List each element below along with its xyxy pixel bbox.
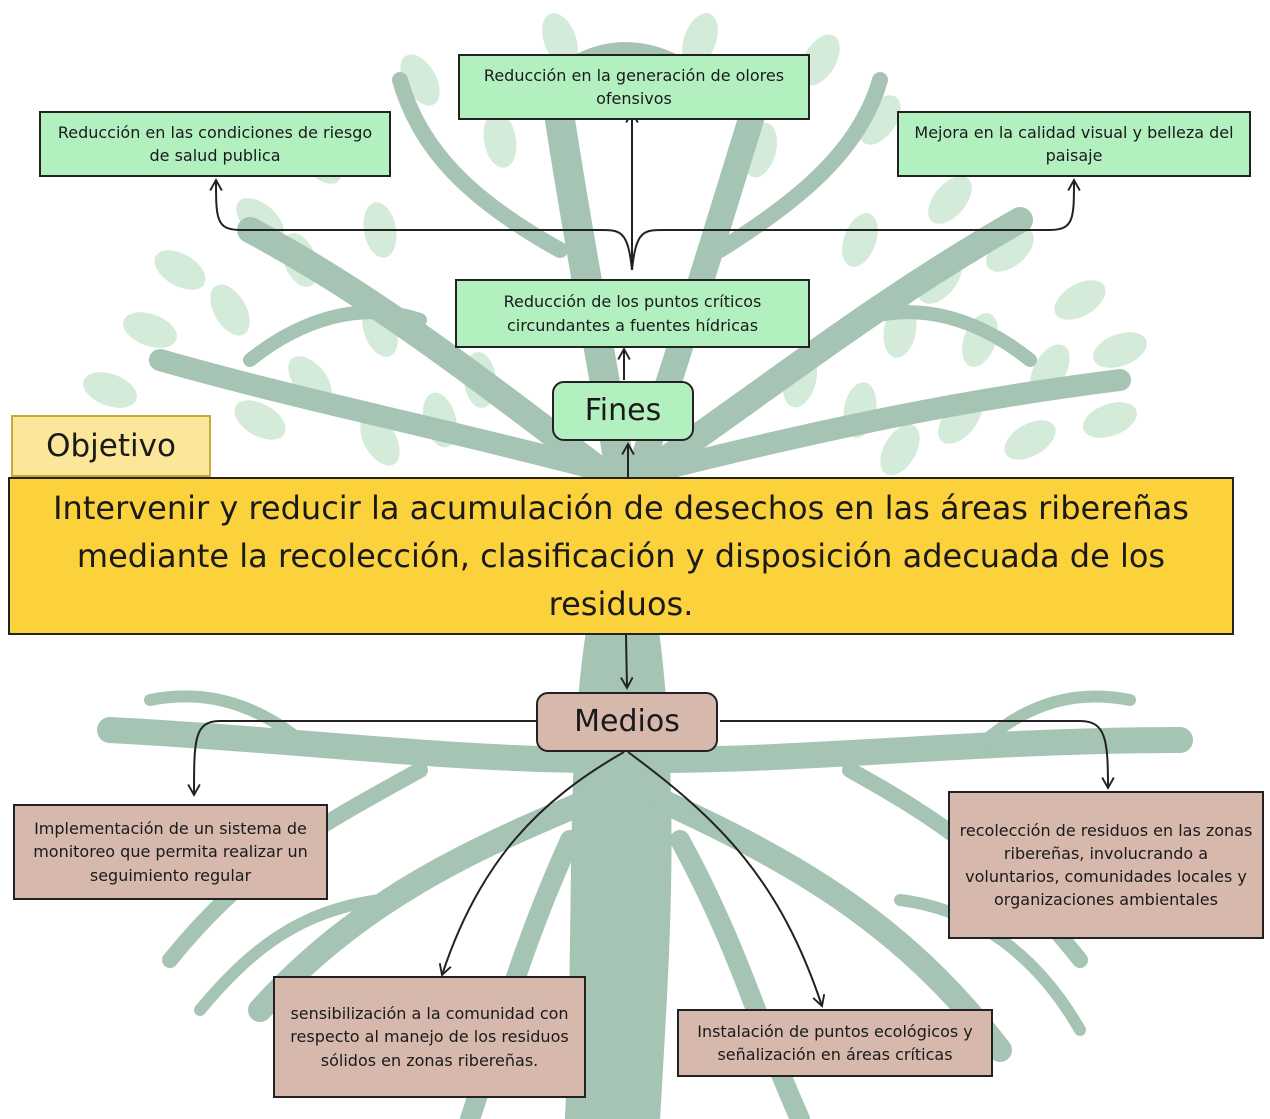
fin-indirect-left: Reducción en las condiciones de riesgo d… [39,111,391,177]
medio-ecological-points: Instalación de puntos ecológicos y señal… [677,1009,993,1077]
medios-label: Medios [536,692,718,752]
objective-label: Objetivo [11,415,211,477]
fin-indirect-right: Mejora en la calidad visual y belleza de… [897,111,1251,177]
fines-label: Fines [552,381,694,441]
fin-direct: Reducción de los puntos críticos circund… [455,279,810,348]
medio-monitoring-system: Implementación de un sistema de monitore… [13,804,328,900]
medio-waste-collection: recolección de residuos en las zonas rib… [948,791,1264,939]
objective-statement: Intervenir y reducir la acumulación de d… [8,477,1234,635]
fin-indirect-center: Reducción en la generación de olores ofe… [458,54,810,120]
medio-community-awareness: sensibilización a la comunidad con respe… [273,976,586,1098]
